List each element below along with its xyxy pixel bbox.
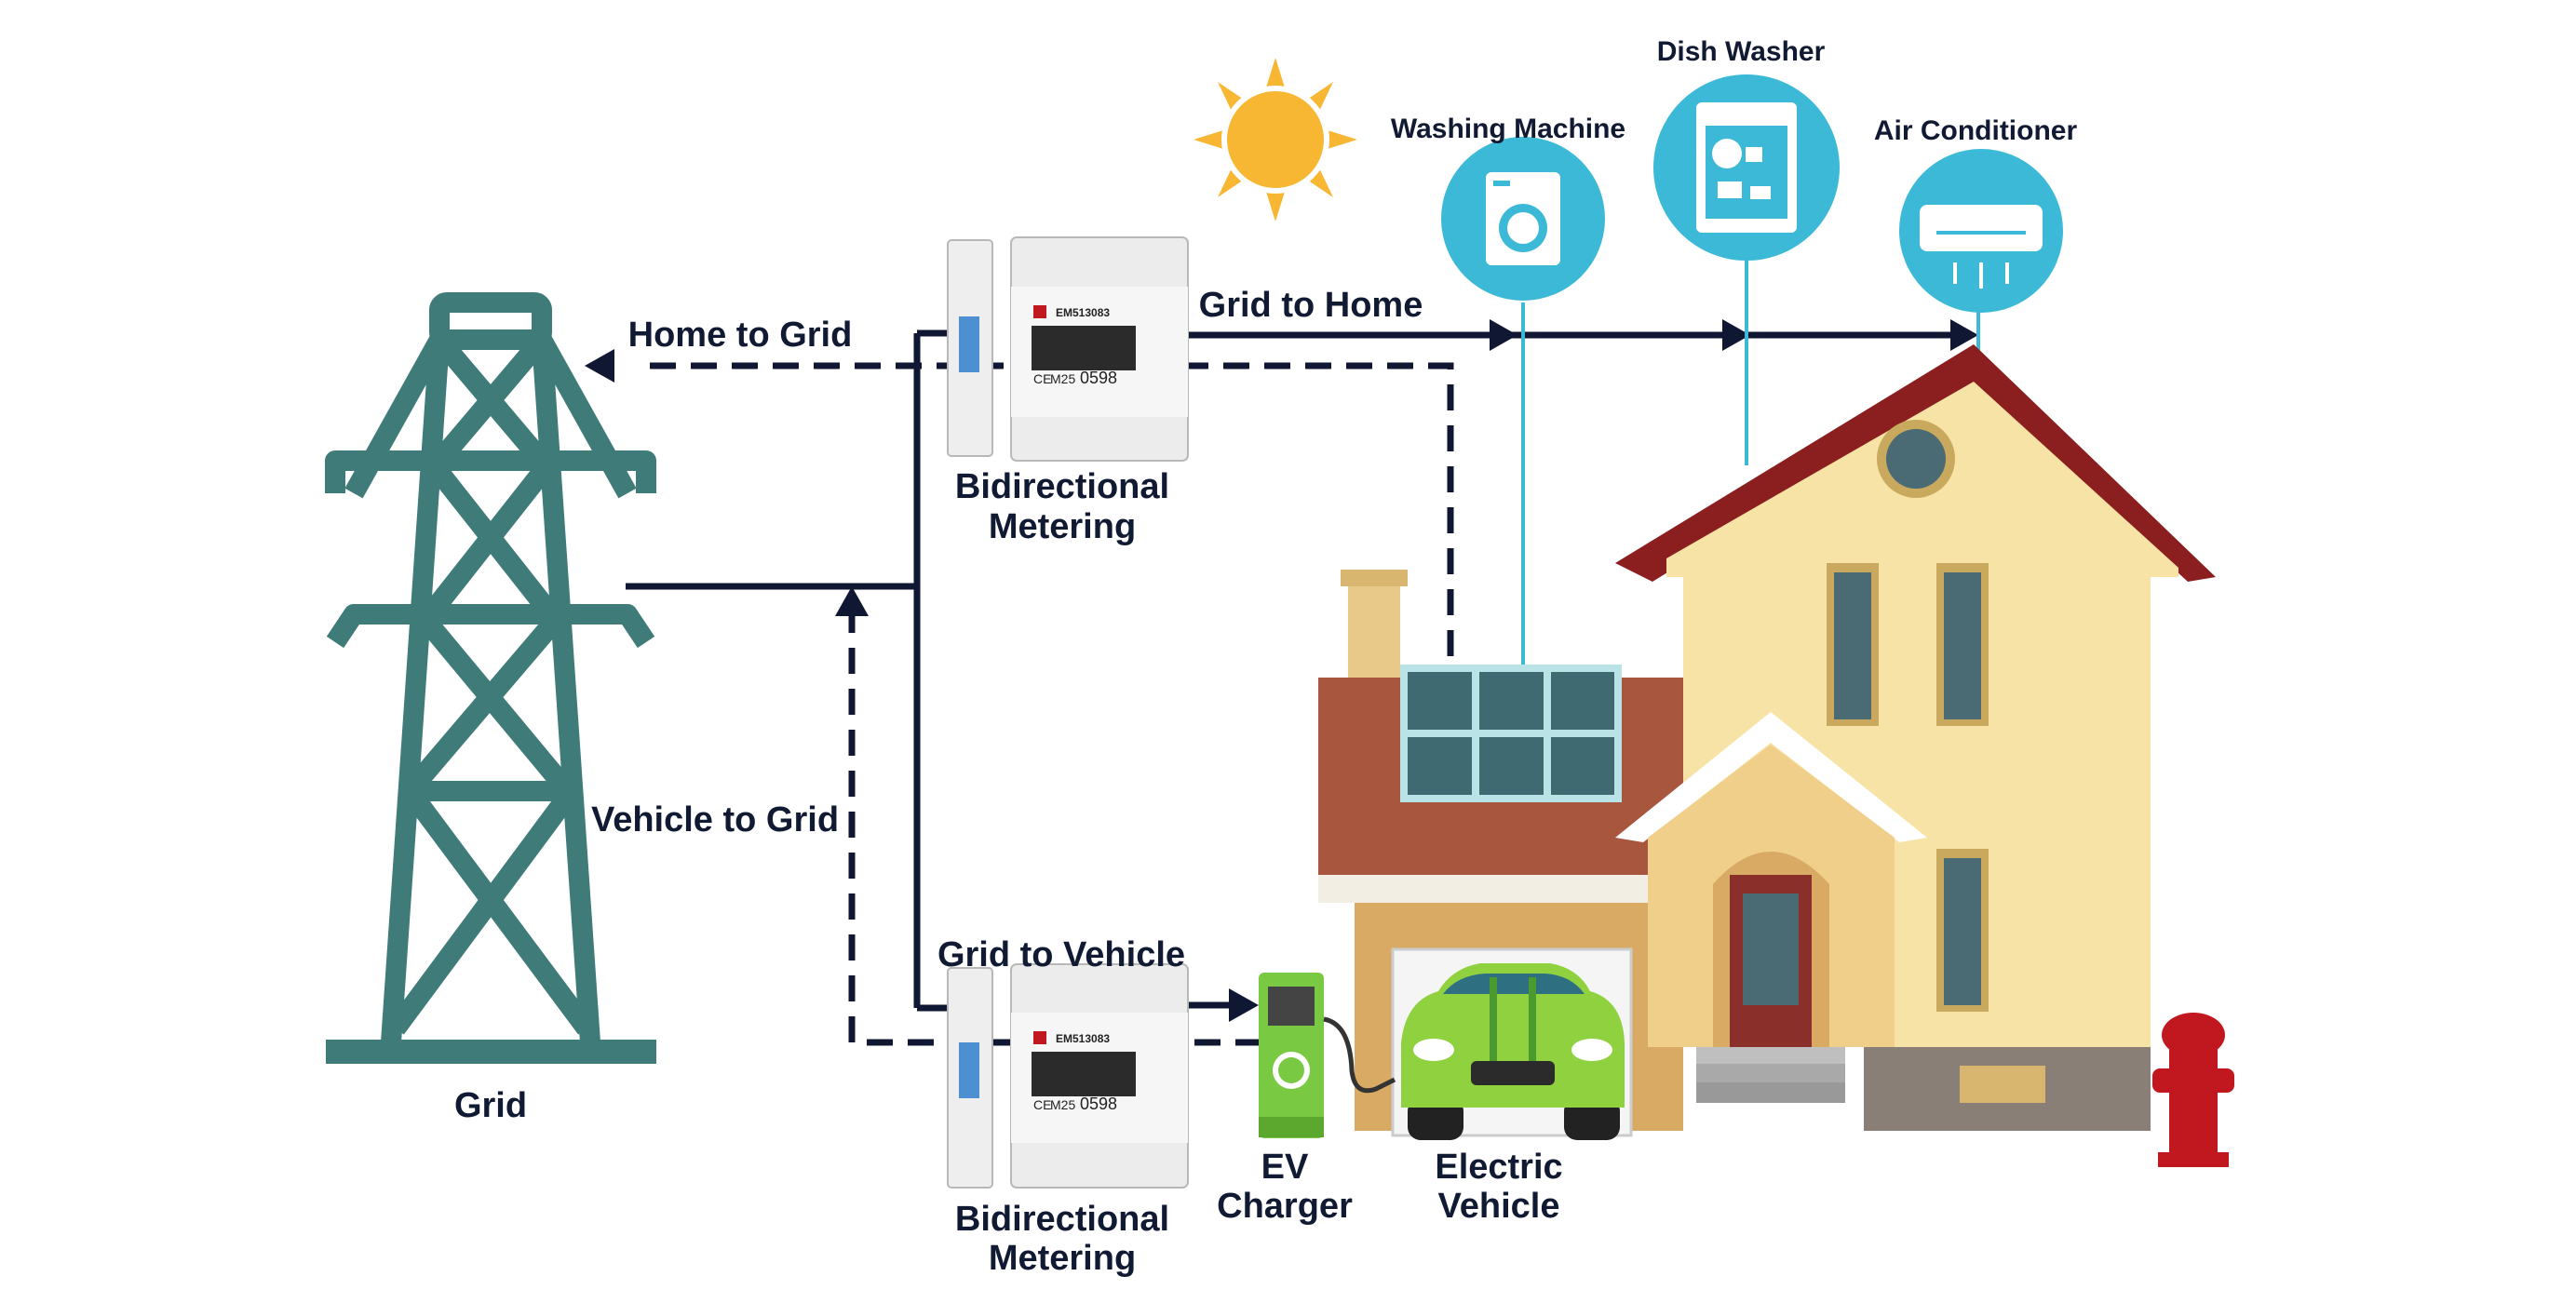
dish-washer-icon [1653, 74, 1840, 261]
house-icon [1318, 344, 2216, 1137]
ev-charger-label-line2: Charger [1217, 1187, 1353, 1226]
arrow-to-ev-charger [1229, 988, 1259, 1022]
electric-vehicle-label-line2: Vehicle [1438, 1187, 1560, 1226]
grid-to-home-label: Grid to Home [1199, 286, 1423, 325]
electric-vehicle-label-line1: Electric [1435, 1148, 1562, 1187]
dish-washer-label: Dish Washer [1657, 36, 1826, 67]
meter-top-reading: 0598 [1080, 369, 1117, 387]
meter-top: EM513083 CE M25 0598 [947, 236, 1189, 462]
arrow-to-washing-machine [1490, 319, 1517, 351]
air-conditioner-icon [1899, 149, 2063, 313]
meter-top-ce: CE [1033, 371, 1051, 386]
meter-top-label-line1: Bidirectional [955, 467, 1169, 506]
sun-icon [1194, 58, 1357, 222]
arrow-to-dish-washer [1722, 319, 1750, 351]
home-to-grid-dashed-line [638, 362, 1454, 656]
meter-top-model: EM513083 [1056, 306, 1110, 319]
meter-bottom-label-line2: Metering [989, 1239, 1136, 1278]
connection-lines [626, 329, 1950, 1046]
grid-label: Grid [454, 1086, 527, 1125]
electric-vehicle-icon [1401, 963, 1625, 1140]
washing-machine-label: Washing Machine [1391, 114, 1625, 144]
arrowheads [585, 319, 1978, 1022]
meter-bottom-ce: CE [1033, 1097, 1051, 1112]
meter-top-marking: M25 [1050, 371, 1075, 386]
meter-bottom-label-line1: Bidirectional [955, 1200, 1169, 1239]
home-to-grid-label: Home to Grid [628, 316, 853, 355]
grid-to-vehicle-label: Grid to Vehicle [937, 935, 1185, 974]
washing-machine-icon [1441, 137, 1605, 301]
meter-bottom: EM513083 CE M25 0598 [947, 963, 1189, 1189]
fire-hydrant-icon [2152, 1013, 2234, 1167]
meter-bottom-marking: M25 [1050, 1097, 1075, 1112]
arrow-to-air-conditioner [1950, 319, 1978, 351]
meter-bottom-reading: 0598 [1080, 1095, 1117, 1113]
meter-top-label-line2: Metering [989, 507, 1136, 546]
ev-charger-label-line1: EV [1261, 1148, 1309, 1187]
air-conditioner-label: Air Conditioner [1874, 115, 2078, 146]
transmission-tower-icon [325, 292, 656, 1064]
vehicle-to-grid-label: Vehicle to Grid [591, 800, 839, 840]
ev-charger-icon [1259, 973, 1396, 1138]
arrow-to-grid-home [585, 349, 614, 383]
arrow-to-grid-vehicle [835, 586, 869, 616]
meter-bottom-model: EM513083 [1056, 1032, 1110, 1045]
